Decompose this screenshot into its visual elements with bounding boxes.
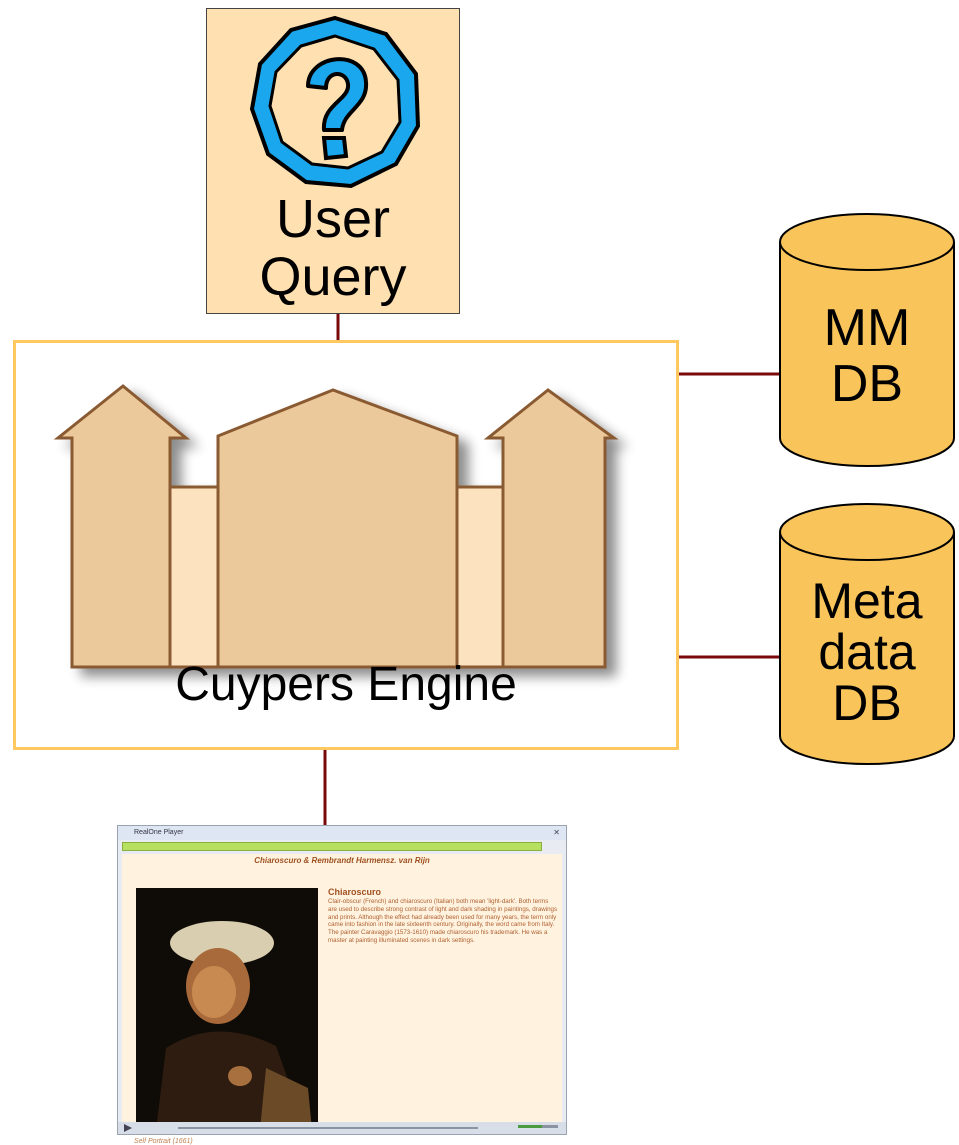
cuypers-building-icon: [53, 384, 619, 669]
metadata-db-cylinder: [779, 503, 955, 765]
user-query-line2: Query: [259, 247, 407, 307]
timeline-slider[interactable]: [178, 1127, 478, 1130]
browser-app-title: RealOne Player: [134, 829, 184, 836]
cuypers-engine-label: Cuypers Engine: [175, 658, 517, 711]
mm-db-line1: MM: [823, 299, 911, 357]
portrait-caption: Self Portrait (1661): [134, 1138, 193, 1145]
play-icon[interactable]: [122, 1123, 134, 1133]
section-heading: Chiaroscuro: [328, 887, 382, 897]
mm-db-line2: DB: [830, 355, 904, 413]
metadata-db-line1: Meta: [811, 573, 923, 629]
browser-title-bar: RealOne Player: [118, 826, 566, 840]
presentation-browser-window: RealOne Player ✕ Chiaroscuro & Rembrandt…: [117, 825, 567, 1145]
portrait-painting-icon: [136, 888, 318, 1130]
section-text: Clair-obscur (French) and chiaroscuro (I…: [328, 898, 558, 944]
metadata-db-line3: DB: [832, 675, 902, 731]
user-query-label: User Query: [206, 190, 460, 306]
user-query-line1: User: [275, 189, 390, 249]
mm-db-label: MM DB: [775, 300, 959, 412]
question-mark-icon: [249, 15, 421, 189]
mm-db-cylinder: [779, 213, 955, 467]
metadata-db-label: Meta data DB: [775, 576, 959, 729]
browser-address-bar[interactable]: [122, 842, 542, 851]
close-icon[interactable]: ✕: [553, 828, 560, 837]
browser-page: Chiaroscuro & Rembrandt Harmensz. van Ri…: [122, 854, 562, 1145]
volume-slider[interactable]: [518, 1125, 558, 1131]
metadata-db-line2: data: [818, 624, 916, 680]
media-controls-bar[interactable]: [118, 1122, 566, 1134]
rembrandt-portrait-image: [136, 888, 318, 1130]
page-title: Chiaroscuro & Rembrandt Harmensz. van Ri…: [254, 856, 430, 865]
